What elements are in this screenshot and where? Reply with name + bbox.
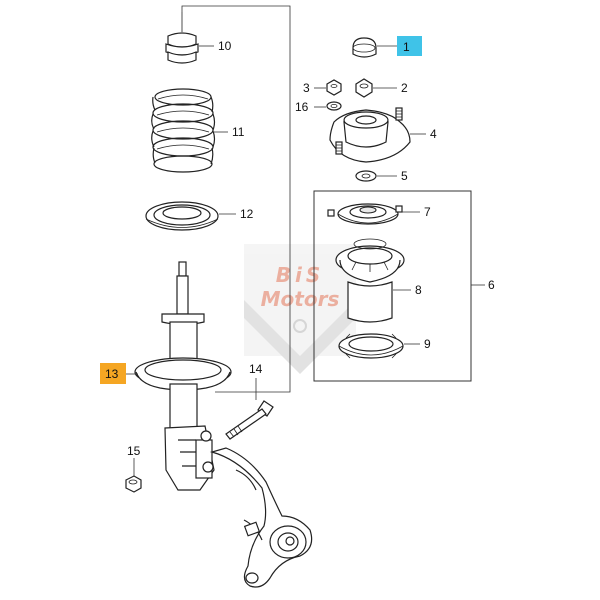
steering-knuckle — [209, 447, 313, 588]
strut-bearing — [327, 203, 403, 225]
part-label-6[interactable]: 6 — [488, 278, 495, 292]
part-label-10[interactable]: 10 — [218, 39, 232, 53]
part-label-13[interactable]: 13 — [105, 367, 119, 381]
assembly-bracket-line — [181, 5, 291, 393]
watermark-gear-icon — [293, 319, 307, 333]
part-label-8[interactable]: 8 — [415, 283, 422, 297]
mount-nut-small — [326, 79, 342, 96]
part-label-16[interactable]: 16 — [295, 100, 309, 114]
strut-top-mount — [329, 107, 411, 163]
part-label-2[interactable]: 2 — [401, 81, 408, 95]
top-nut — [355, 78, 373, 98]
spring-seat-with-boot — [335, 238, 405, 323]
washer — [326, 101, 342, 111]
top-mount-cap — [352, 37, 377, 58]
spring-seat-lower — [338, 333, 404, 359]
highlight-box-part-13 — [100, 363, 126, 384]
sub-assembly-box — [313, 190, 472, 382]
part-label-4[interactable]: 4 — [430, 127, 437, 141]
coil-spring — [151, 88, 216, 173]
watermark-brand-bottom: Motors — [261, 287, 340, 311]
part-label-11[interactable]: 11 — [232, 125, 245, 139]
part-label-3[interactable]: 3 — [303, 81, 310, 95]
highlight-box-part-1 — [397, 36, 422, 56]
nut — [125, 475, 142, 493]
part-label-15[interactable]: 15 — [127, 444, 141, 458]
watermark-brand-top: BiS — [276, 263, 325, 287]
part-label-12[interactable]: 12 — [240, 207, 254, 221]
bolt — [225, 400, 274, 440]
spacer-washer — [355, 170, 377, 182]
part-label-14[interactable]: 14 — [249, 362, 263, 376]
part-label-7[interactable]: 7 — [424, 205, 431, 219]
part-label-1[interactable]: 1 — [403, 40, 410, 54]
bump-stop — [165, 12, 199, 64]
part-label-9[interactable]: 9 — [424, 337, 431, 351]
watermark-chevron — [244, 300, 356, 374]
strut-body — [134, 261, 232, 491]
part-label-5[interactable]: 5 — [401, 169, 408, 183]
spring-seat-upper — [145, 201, 219, 231]
